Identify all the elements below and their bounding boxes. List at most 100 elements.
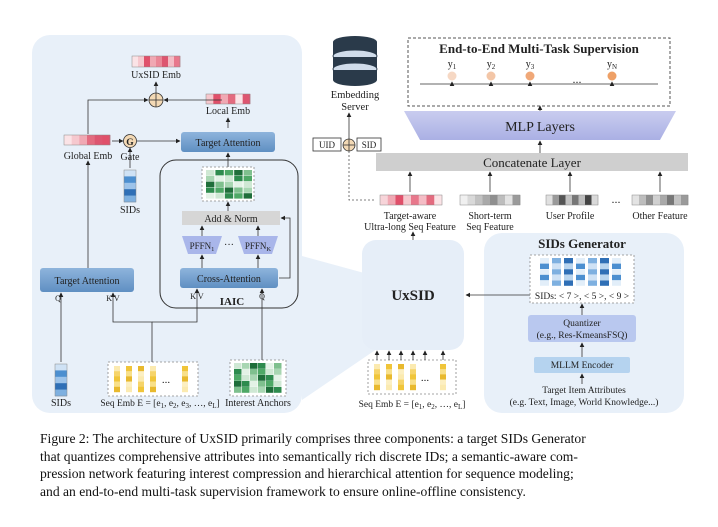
pffn-k-label: PFFNK	[245, 241, 272, 253]
seq-cell	[182, 366, 188, 372]
strip-cell	[102, 135, 111, 145]
strip-border	[459, 194, 521, 206]
strip-cell	[460, 195, 468, 205]
seq-cell	[374, 374, 380, 380]
uxsid-center-label: UxSID	[391, 288, 435, 304]
iaic-cell	[224, 170, 234, 176]
sids-cell	[600, 280, 609, 286]
uxsid-center-panel	[362, 240, 464, 350]
seq-cell	[440, 384, 446, 391]
strip-border	[205, 93, 251, 105]
anchor-cell	[266, 369, 274, 375]
left-seq-emb-label: Seq Emb E = [e1, e2, e3, …, eL]	[100, 399, 219, 410]
seq-cell	[398, 379, 404, 385]
anchor-cell	[250, 369, 258, 375]
strip-cell	[235, 94, 243, 104]
strip-cell	[380, 195, 389, 205]
seq-cell	[126, 371, 132, 377]
anchor-cell	[250, 363, 258, 369]
output-label: y2	[487, 59, 496, 71]
seq-cell	[182, 376, 188, 382]
right-seq-emb-bars: ...	[374, 364, 446, 391]
seq-cell	[150, 366, 156, 372]
anchor-cell	[258, 381, 266, 387]
target-aware-label-1: Target-aware	[384, 211, 437, 222]
seq-cell	[398, 369, 404, 375]
seq-cell	[386, 384, 392, 391]
sids-cell	[540, 263, 549, 269]
iaic-cell	[206, 187, 215, 193]
output-node	[486, 71, 496, 81]
iaic-cell	[206, 181, 215, 187]
sids-cell	[576, 258, 585, 264]
mlp-layers-label: MLP Layers	[505, 120, 575, 135]
mllm-encoder-label: MLLM Encoder	[551, 361, 614, 371]
strip-cell	[132, 56, 139, 67]
strip-cell	[156, 56, 163, 67]
sids-generator-title: SIDs Generator	[538, 236, 626, 251]
sids-cell	[552, 274, 561, 281]
seq-cell	[138, 381, 144, 387]
feature-ellipsis: ...	[612, 192, 621, 206]
sids-cell	[576, 263, 585, 269]
strip-cell	[79, 135, 88, 145]
seq-cell	[138, 386, 144, 393]
sids-cell	[612, 263, 621, 269]
caption-line-4: and an end-to-end multi-task supervision…	[40, 483, 526, 499]
seq-cell	[386, 374, 392, 380]
strip-cell	[213, 94, 221, 104]
iaic-cell	[206, 193, 215, 199]
sids-cell	[540, 269, 549, 275]
sid-label: SID	[362, 140, 377, 150]
strip-cell	[653, 195, 661, 205]
sids-cell	[540, 258, 549, 264]
anchor-cell	[274, 381, 282, 387]
sids-cell	[552, 258, 561, 264]
anchor-cell	[234, 387, 242, 393]
seq-cell	[440, 374, 446, 380]
strip-cell	[387, 195, 396, 205]
strip-cell	[559, 195, 566, 205]
user-profile-label: User Profile	[546, 211, 595, 222]
embedding-server-label-2: Server	[341, 102, 369, 113]
sids-cell	[612, 280, 621, 286]
seq-cell	[114, 381, 120, 387]
anchor-cell	[250, 375, 258, 381]
uid-box	[312, 137, 342, 152]
sids-cell	[552, 280, 561, 286]
iaic-cell	[234, 170, 243, 176]
strip-cell	[632, 195, 640, 205]
quantizer-box	[528, 315, 636, 342]
seq-ellipsis: ...	[162, 374, 171, 386]
seq-cell	[440, 364, 446, 370]
sids-cell	[600, 258, 609, 264]
sids-cell	[600, 274, 609, 281]
seq-cell	[126, 381, 132, 387]
sids-cell	[612, 274, 621, 281]
strip-cell	[681, 195, 689, 205]
strip-cell	[168, 56, 175, 67]
strip-cell	[475, 195, 483, 205]
pffn-1-box	[182, 236, 222, 254]
anchor-cell	[242, 363, 250, 369]
sid-cell	[55, 389, 67, 397]
output-label: yN	[607, 59, 617, 71]
iaic-cell	[215, 193, 224, 199]
quantizer-label-1: Quantizer	[563, 319, 601, 329]
iaic-box	[159, 159, 299, 309]
sids-cell	[600, 269, 609, 275]
sid-cell	[55, 370, 67, 378]
iaic-cell	[243, 181, 252, 187]
strip-cell	[418, 195, 427, 205]
sids-cell	[540, 274, 549, 281]
caption-line-2: that quantizes comprehensive attributes …	[40, 448, 578, 464]
anchor-cell	[250, 387, 258, 393]
seq-cell	[398, 364, 404, 370]
cross-attention-label: Cross-Attention	[197, 274, 261, 285]
sid-box	[356, 137, 382, 152]
seq-cell	[126, 376, 132, 382]
strip-border	[631, 194, 689, 206]
iaic-cell	[243, 187, 252, 193]
iaic-output-matrix	[206, 170, 252, 199]
anchor-cell	[258, 363, 266, 369]
